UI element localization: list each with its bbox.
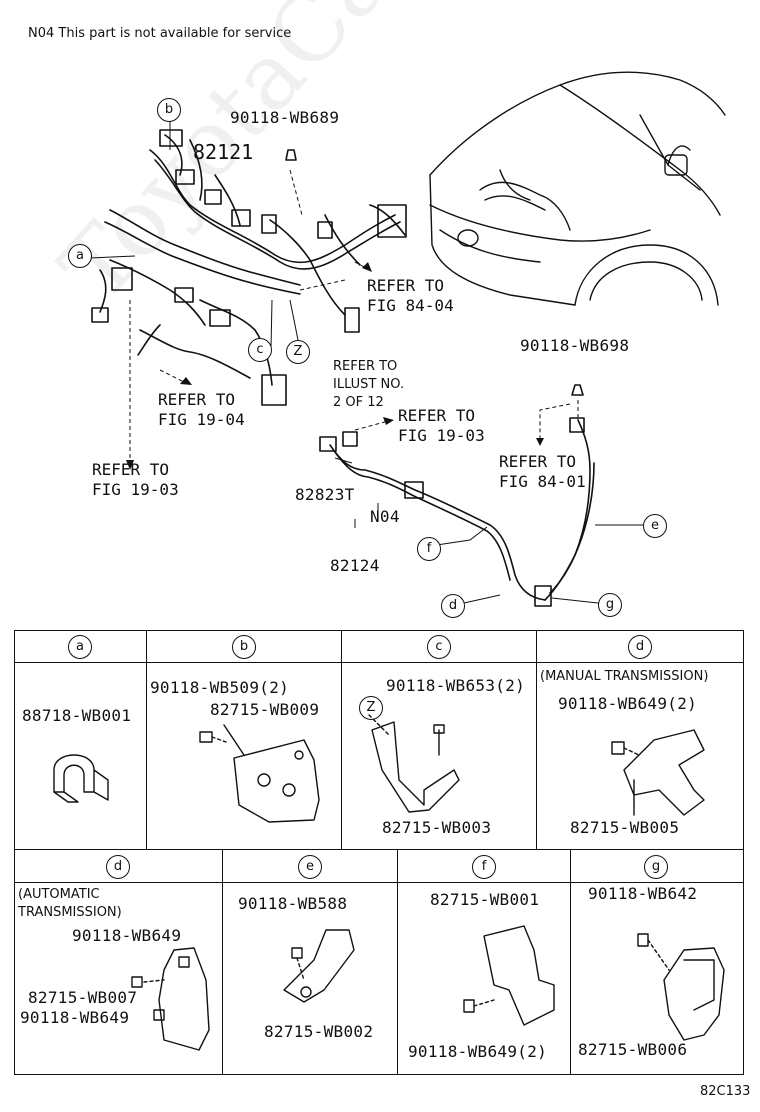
- part-label: N04: [370, 507, 400, 526]
- part-label: 82715-WB007: [28, 988, 138, 1007]
- part-label: 90118-WB689: [230, 108, 340, 127]
- part-drawings: [53, 714, 725, 1051]
- part-label: 90118-WB588: [238, 894, 348, 913]
- cell-b-key: b: [232, 635, 256, 659]
- callout-d: d: [441, 594, 465, 618]
- callout-e: e: [643, 514, 667, 538]
- part-label: 82715-WB001: [430, 890, 540, 909]
- callout-b: b: [157, 98, 181, 122]
- cell-d-key: d: [628, 635, 652, 659]
- cell-d-auto-key: d: [106, 855, 130, 879]
- part-label: 88718-WB001: [22, 706, 132, 725]
- part-label: 90118-WB649: [20, 1008, 130, 1027]
- harness-illustration: [89, 71, 726, 607]
- callout-c: c: [248, 338, 272, 362]
- callout-g: g: [598, 593, 622, 617]
- part-label: 90118-WB509(2): [150, 678, 290, 697]
- transmission-note: (MANUAL TRANSMISSION): [540, 669, 709, 684]
- part-label: 82715-WB002: [264, 1022, 374, 1041]
- header-note: N04 This part is not available for servi…: [28, 26, 292, 41]
- parts-table: a b c d d e f g 88718-WB001 90118-WB509(…: [14, 630, 744, 1075]
- callout-a: a: [68, 244, 92, 268]
- part-label: 82121: [193, 140, 254, 164]
- part-label: 82823T: [295, 485, 355, 504]
- cell-e-key: e: [298, 855, 322, 879]
- callout-f: f: [417, 537, 441, 561]
- part-label: 90118-WB649(2): [408, 1042, 548, 1061]
- part-label: 90118-WB649: [72, 926, 182, 945]
- callout-z: Z: [286, 340, 310, 364]
- callout-z: Z: [359, 696, 383, 720]
- cell-c-key: c: [427, 635, 451, 659]
- cell-a-key: a: [68, 635, 92, 659]
- part-label: 90118-WB649(2): [558, 694, 698, 713]
- part-label: 90118-WB642: [588, 884, 698, 903]
- part-label: 82715-WB006: [578, 1040, 688, 1059]
- cell-g-key: g: [644, 855, 668, 879]
- part-label: 90118-WB698: [520, 336, 630, 355]
- part-label: 82715-WB005: [570, 818, 680, 837]
- part-label: 90118-WB653(2): [386, 676, 526, 695]
- diagram-code: 82C133: [700, 1084, 751, 1099]
- part-label: 82124: [330, 556, 380, 575]
- part-label: 82715-WB009: [210, 700, 320, 719]
- part-label: 82715-WB003: [382, 818, 492, 837]
- cell-f-key: f: [472, 855, 496, 879]
